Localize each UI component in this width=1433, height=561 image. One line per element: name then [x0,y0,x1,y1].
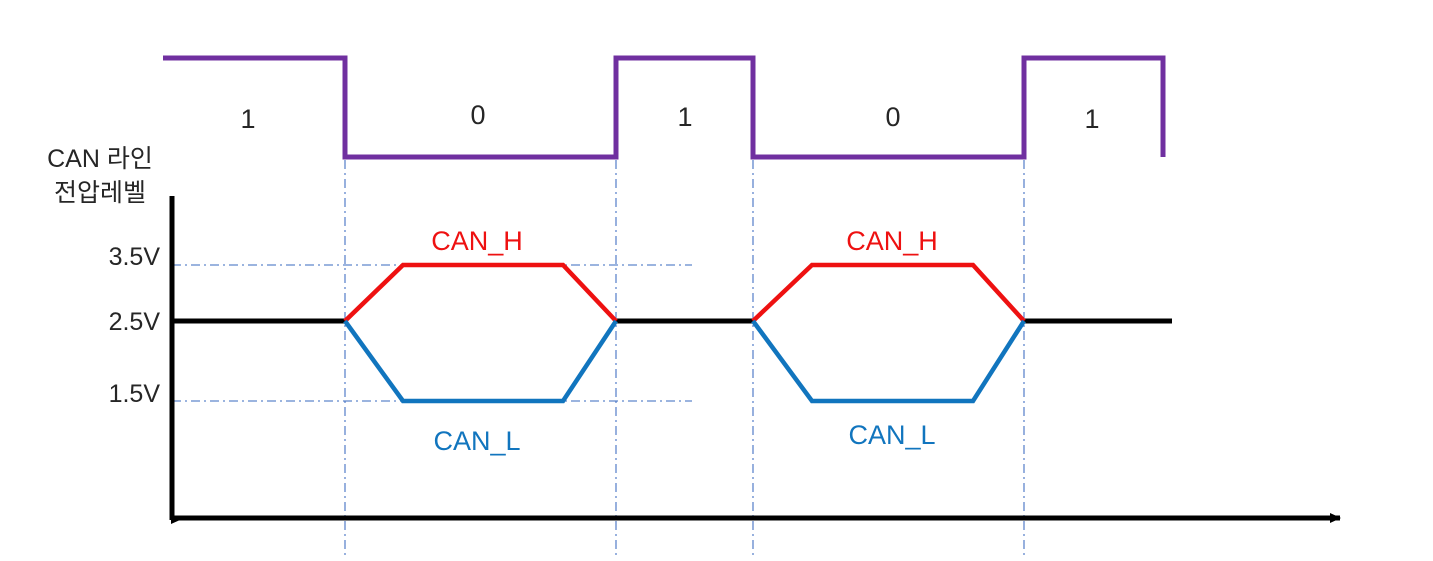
y-tick-label-2_5v: 2.5V [109,308,161,336]
bit-label-1: 1 [240,104,255,134]
y-axis-title-line2: 전압레벨 [54,179,146,207]
can-h-label-1: CAN_H [431,226,523,256]
can-h-label-2: CAN_H [846,226,938,256]
bit-label-3: 1 [677,102,692,132]
gridlines-vertical [344,160,1025,556]
bit-label-4: 0 [885,102,900,132]
y-tick-label-3_5v: 3.5V [109,243,161,271]
bit-label-5: 1 [1084,104,1099,134]
can-h-waveform-2 [751,262,1026,323]
can-h-waveform-1 [343,262,618,323]
y-axis-title-line1: CAN 라인 [47,145,153,173]
can-l-label-2: CAN_L [848,420,935,450]
gridlines-horizontal [172,264,692,402]
y-tick-label-1_5v: 1.5V [109,380,161,408]
can-l-waveform-1 [343,319,618,404]
can-l-waveform-2 [751,319,1026,404]
digital-bitstream-waveform [163,55,1166,160]
bit-label-2: 0 [470,100,485,130]
can-l-label-1: CAN_L [433,426,520,456]
